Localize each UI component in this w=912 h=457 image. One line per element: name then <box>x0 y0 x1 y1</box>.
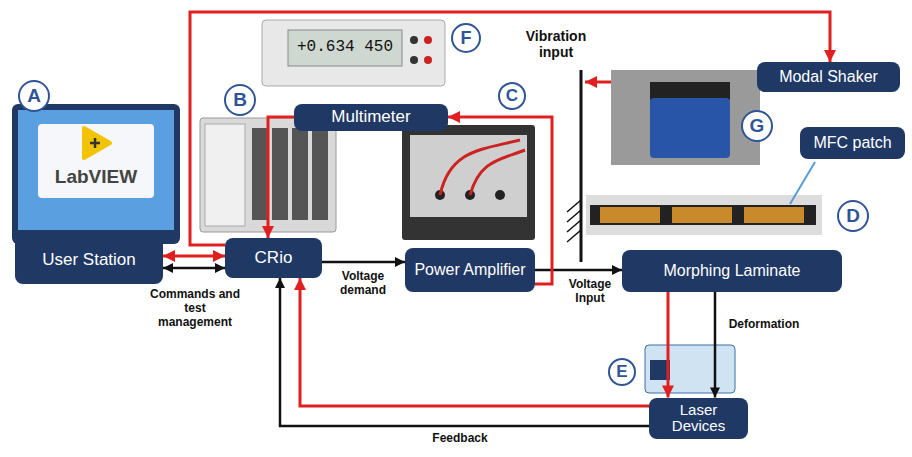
box-label: Modal Shaker <box>779 68 878 86</box>
process-box: CRio <box>225 238 322 278</box>
process-box: Power Amplifier <box>405 248 535 292</box>
flow-arrow <box>535 269 622 272</box>
annotation: Vibration input <box>520 28 592 60</box>
edge-label: Deformation <box>722 318 806 332</box>
mfc-patch <box>744 207 804 223</box>
laminate-band <box>590 205 816 225</box>
multimeter-body <box>262 20 445 86</box>
signal-arrow <box>300 278 649 406</box>
callout-letter: D <box>846 205 860 227</box>
beam <box>580 70 583 262</box>
logo-text: LabVIEW <box>41 166 151 188</box>
process-box: User Station <box>15 236 163 284</box>
monitor-frame <box>12 104 180 244</box>
callout-circle: E <box>608 358 636 386</box>
edge-label: Voltage Input <box>562 278 618 306</box>
process-box: Morphing Laminate <box>622 250 842 292</box>
process-box: Multimeter <box>294 104 448 131</box>
flow-arrow <box>322 261 405 264</box>
logo-plus <box>90 138 100 148</box>
multimeter-jack <box>424 36 432 44</box>
box-label: Power Amplifier <box>414 261 525 279</box>
crio-slot <box>272 128 288 220</box>
callout-letter: G <box>750 115 765 137</box>
signal-arrow <box>190 12 830 245</box>
callout-letter: F <box>461 28 472 49</box>
callout-circle: C <box>498 82 526 110</box>
box-label: Multimeter <box>331 108 410 127</box>
callout-circle: D <box>837 200 869 232</box>
callout-circle: B <box>224 84 256 116</box>
process-box: MFC patch <box>800 127 905 159</box>
shaker-body <box>650 98 730 158</box>
logo-triangle <box>84 128 110 158</box>
flow-arrow <box>280 278 649 426</box>
monitor-screen <box>18 110 174 230</box>
amplifier-body <box>402 125 535 240</box>
amplifier-cable <box>440 140 525 195</box>
clamp-hatch <box>567 200 581 242</box>
callout-circle: F <box>451 23 481 53</box>
callout-letter: C <box>506 86 518 106</box>
edge-label: Feedback <box>425 432 495 446</box>
display-reading: +0.634 450 <box>290 38 400 56</box>
multimeter-display <box>288 30 402 66</box>
shaker-top <box>650 82 730 100</box>
crio-controller <box>205 124 245 226</box>
laminate-photo <box>586 195 822 235</box>
mfc-patch <box>600 207 660 223</box>
crio-slot <box>312 128 328 220</box>
shaker-photo <box>611 70 760 165</box>
process-box: Modal Shaker <box>757 62 900 92</box>
callout-letter: E <box>616 362 627 382</box>
vibration-arrow <box>585 81 611 84</box>
callout-letter: B <box>233 89 247 111</box>
multimeter-jack <box>410 36 418 44</box>
process-box: Laser Devices <box>649 398 748 439</box>
flow-arrow <box>714 292 717 398</box>
signal-arrow <box>268 117 294 238</box>
mfc-patch <box>672 207 732 223</box>
amplifier-socket <box>495 190 505 200</box>
edge-label: Voltage demand <box>328 270 398 298</box>
amplifier-face <box>410 135 527 217</box>
flow-arrow <box>163 267 225 270</box>
callout-circle: G <box>741 110 773 142</box>
multimeter-jack <box>424 56 432 64</box>
multimeter-jack <box>410 56 418 64</box>
crio-slot <box>252 128 268 220</box>
box-label: User Station <box>42 251 136 270</box>
callout-circle: A <box>18 80 50 112</box>
signal-arrow <box>163 255 225 258</box>
box-label: Morphing Laminate <box>664 262 801 280</box>
box-label: CRio <box>255 249 293 268</box>
logo-panel <box>38 124 154 198</box>
box-label: MFC patch <box>813 134 891 152</box>
signal-arrow <box>667 292 670 398</box>
crio-slot <box>292 128 308 220</box>
leader-line <box>790 162 815 204</box>
laser-device <box>645 345 735 393</box>
box-label: Laser Devices <box>655 402 742 435</box>
edge-label: Commands and test management <box>150 288 240 329</box>
callout-letter: A <box>27 85 41 107</box>
